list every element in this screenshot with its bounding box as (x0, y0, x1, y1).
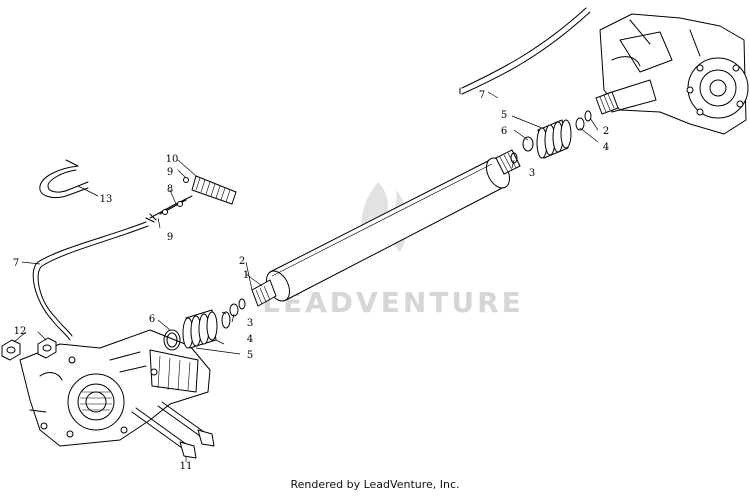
callout-7-left: 7 (13, 258, 19, 269)
callout-labels: 1 2 2 3 3 4 4 5 5 6 6 7 7 8 9 9 10 11 12… (13, 90, 609, 472)
callout-6-left: 6 (149, 314, 155, 325)
callout-9-top: 9 (167, 167, 173, 178)
callout-13: 13 (100, 194, 113, 205)
callout-3-left: 3 (247, 318, 253, 329)
left-boot-assembly (157, 298, 246, 355)
callout-4-right: 4 (603, 142, 609, 153)
front-gearcase-left (1, 329, 215, 462)
callout-9-bottom: 9 (167, 232, 173, 243)
right-boot-assembly (510, 110, 599, 169)
callout-11: 11 (180, 461, 193, 472)
callout-5-left: 5 (247, 350, 253, 361)
callout-3-right: 3 (529, 168, 535, 179)
part-7-cable-left (21, 221, 149, 341)
watermark-text: LEADVENTURE (262, 286, 524, 319)
part-7-cable-right (459, 7, 591, 99)
part-1-drive-shaft (245, 149, 521, 307)
callout-5-right: 5 (501, 110, 507, 121)
callout-2-right: 2 (603, 126, 609, 137)
part-13-clip (39, 159, 99, 199)
callout-6-right: 6 (501, 126, 507, 137)
watermark: LEADVENTURE (262, 182, 524, 319)
callout-1: 1 (243, 270, 249, 281)
parts-8-9-10-cable-end (145, 159, 237, 229)
callout-7-right: 7 (479, 90, 485, 101)
rear-gearcase-right (595, 13, 749, 135)
part-11-bolts (131, 401, 215, 462)
callout-4-left: 4 (247, 334, 253, 345)
callout-8: 8 (167, 184, 173, 195)
footer-credit: Rendered by LeadVenture, Inc. (290, 478, 460, 491)
part-12-nuts (1, 331, 57, 361)
callout-2-left: 2 (239, 256, 245, 267)
callout-10: 10 (166, 154, 179, 165)
callout-12: 12 (14, 326, 27, 337)
